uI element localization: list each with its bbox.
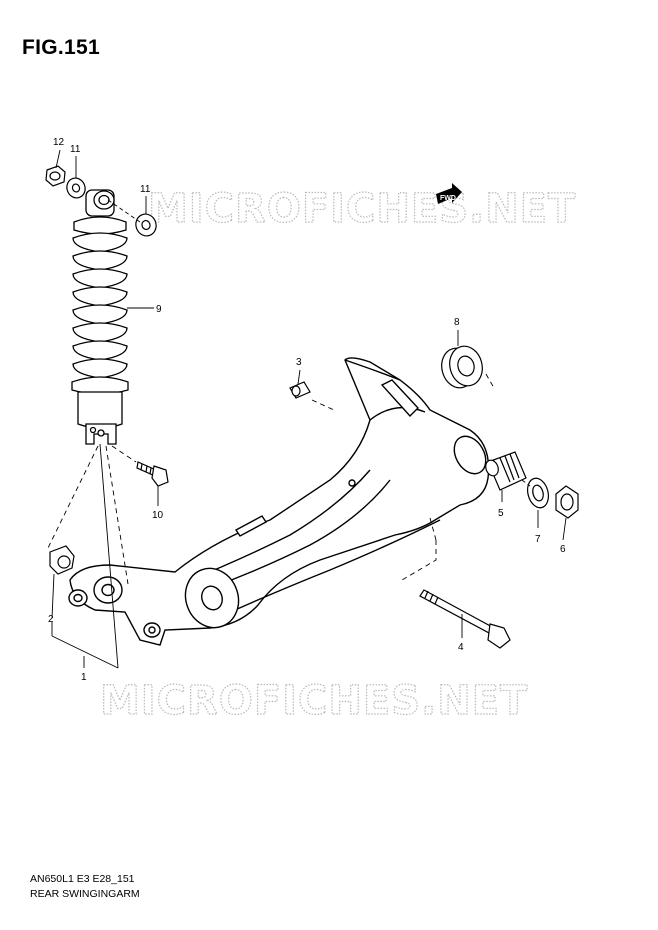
forward-label: FWD (440, 195, 456, 202)
watermark-top: MICROFICHES.NET (148, 186, 576, 232)
washer-7 (526, 477, 550, 509)
callout-8: 8 (454, 317, 460, 328)
swingarm-body (68, 357, 490, 646)
shock-spring (72, 232, 128, 379)
callout-1: 1 (81, 672, 87, 683)
rear-shock-absorber (71, 189, 129, 445)
watermark-bottom: MICROFICHES.NET (100, 678, 528, 724)
callout-3: 3 (296, 357, 302, 368)
bearing-8 (441, 345, 483, 389)
leader-lines (47, 149, 567, 669)
bushing-3 (289, 381, 311, 399)
washer-11-right (135, 213, 157, 237)
pivot-bolt-4 (419, 589, 511, 649)
callout-4: 4 (458, 642, 464, 653)
callout-9: 9 (156, 304, 162, 315)
washer-11-top (66, 177, 86, 199)
shock-nut-12 (45, 165, 66, 187)
callout-5: 5 (498, 508, 504, 519)
shock-bolt-10 (136, 461, 169, 487)
callout-2: 2 (48, 614, 54, 625)
forward-arrow-icon: FWD (436, 183, 462, 204)
callout-12: 12 (53, 137, 65, 148)
bushing-2 (49, 545, 75, 575)
figure-name: REAR SWINGINGARM (30, 888, 140, 900)
figure-code: AN650L1 E3 E28_151 (30, 873, 135, 885)
callout-11-top: 11 (70, 144, 81, 155)
callout-11-right: 11 (140, 184, 151, 195)
nut-6 (555, 485, 579, 519)
callout-10: 10 (152, 510, 164, 521)
figure-title: FIG.151 (22, 36, 100, 59)
callout-6: 6 (560, 544, 566, 555)
callout-7: 7 (535, 534, 541, 545)
pivot-shaft-5 (485, 451, 527, 491)
